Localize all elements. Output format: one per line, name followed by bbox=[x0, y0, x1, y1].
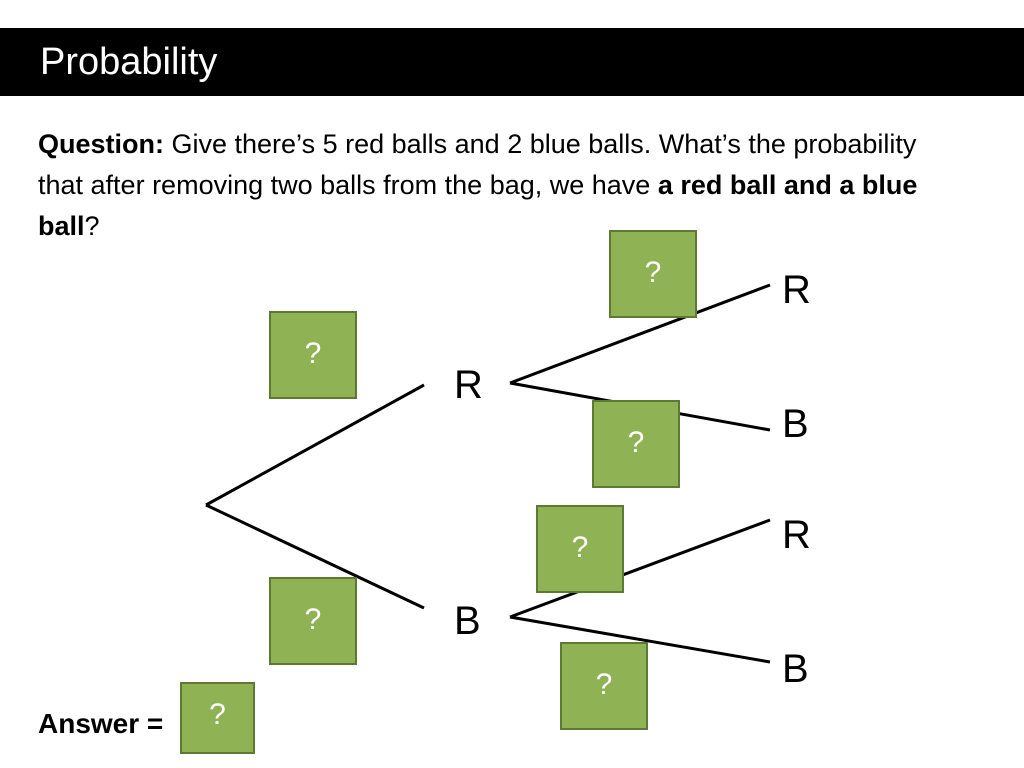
probability-box-label: ? bbox=[627, 426, 645, 459]
answer-value: ? bbox=[209, 698, 226, 731]
question-emphasis: a red ball and a blue ball bbox=[38, 170, 918, 241]
probability-box-second-b-r[interactable]: ? bbox=[536, 505, 624, 593]
node-second-b-r: R bbox=[782, 513, 811, 557]
node-first-b: B bbox=[454, 599, 481, 643]
probability-box-second-b-b[interactable]: ? bbox=[560, 642, 648, 730]
probability-box-second-r-b[interactable]: ? bbox=[592, 400, 680, 488]
probability-box-first-b[interactable]: ? bbox=[269, 577, 357, 665]
probability-box-label: ? bbox=[304, 337, 322, 370]
answer-box[interactable]: ? bbox=[180, 682, 255, 754]
node-second-b-b: B bbox=[782, 647, 809, 691]
branch-b-to-r bbox=[509, 518, 771, 619]
probability-box-label: ? bbox=[644, 256, 662, 289]
probability-box-label: ? bbox=[571, 531, 589, 564]
slide-title: Probability bbox=[40, 41, 218, 83]
answer-label: Answer = bbox=[38, 708, 164, 739]
branch-root-to-b bbox=[205, 503, 425, 610]
question-end: ? bbox=[84, 211, 100, 241]
node-second-r-r: R bbox=[782, 268, 811, 312]
node-first-r: R bbox=[454, 363, 483, 407]
branch-root-to-r bbox=[205, 383, 425, 507]
probability-box-first-r[interactable]: ? bbox=[269, 311, 357, 399]
probability-box-label: ? bbox=[304, 603, 322, 636]
question-label: Question: bbox=[38, 129, 164, 159]
branch-b-to-b bbox=[509, 615, 771, 664]
branch-r-to-r bbox=[509, 283, 771, 385]
question-body: Give there’s 5 red balls and 2 blue ball… bbox=[38, 129, 917, 200]
probability-box-label: ? bbox=[595, 668, 613, 701]
title-bar: Probability bbox=[0, 28, 1024, 96]
question-text: Question: Give there’s 5 red balls and 2… bbox=[38, 124, 968, 247]
node-second-r-b: B bbox=[782, 402, 809, 446]
probability-box-second-r-r[interactable]: ? bbox=[609, 230, 697, 318]
